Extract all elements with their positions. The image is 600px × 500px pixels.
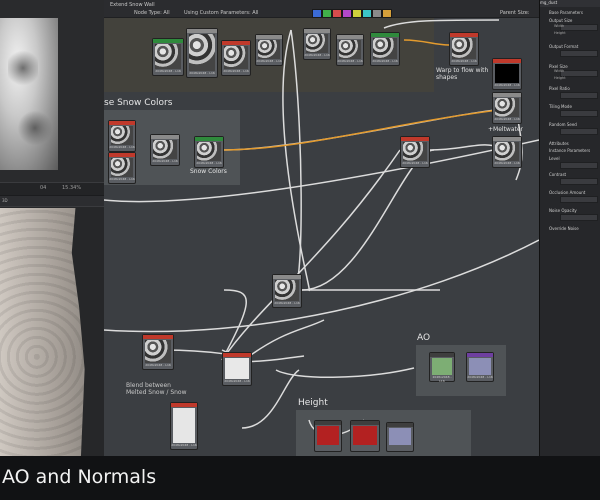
graph-node[interactable]: 2048x2048 - L16 bbox=[303, 28, 331, 60]
property-field[interactable] bbox=[560, 162, 598, 169]
frame-blend-note: Blend between Melted Snow / Snow bbox=[126, 382, 187, 396]
graph-node[interactable]: 2048x2048 - L16 bbox=[170, 402, 198, 450]
property-sub-label: Width bbox=[554, 69, 565, 73]
graph-node[interactable]: 2048x2048 - L16 bbox=[222, 352, 252, 386]
graph-node[interactable]: 2048x2048 - L16 bbox=[142, 334, 174, 370]
property-label: Output Size bbox=[549, 18, 573, 23]
3d-label: 3D bbox=[2, 198, 8, 203]
property-field[interactable] bbox=[560, 128, 598, 135]
frame-top-note: Warp to flow with shapes bbox=[436, 67, 489, 81]
graph-wires bbox=[104, 19, 539, 436]
graph-node[interactable]: 2048x2048 - L16 bbox=[466, 352, 494, 382]
graph-node[interactable]: 2048x2048 - L16 bbox=[108, 120, 136, 152]
graph-node[interactable]: 2048x2048 - L16 bbox=[150, 134, 180, 166]
graph-node[interactable]: 2048x2048 - L16 bbox=[492, 136, 522, 168]
frame-ao-title: AO bbox=[417, 333, 431, 343]
caption-bar: AO and Normals bbox=[0, 456, 600, 500]
frame-snow-colors-title: se Snow Colors bbox=[104, 98, 173, 108]
graph-node[interactable]: 2048x2048 - L16 bbox=[400, 136, 430, 168]
color-swatch[interactable] bbox=[352, 9, 362, 18]
snow-mesh bbox=[0, 208, 85, 456]
property-field[interactable] bbox=[560, 214, 598, 221]
graph-node[interactable]: 2048x2048 - L16 bbox=[370, 32, 400, 66]
property-field[interactable] bbox=[560, 196, 598, 203]
graph-node[interactable]: 2048x2048 - L16 bbox=[336, 34, 364, 66]
graph-node[interactable]: 2048x2048 - L16 bbox=[492, 58, 522, 90]
property-field[interactable] bbox=[560, 70, 598, 77]
custom-params-filter[interactable]: Using Custom Parameters: All bbox=[184, 10, 259, 16]
graph-node[interactable] bbox=[314, 420, 342, 452]
graph-node[interactable]: 2048x2048 - L16 bbox=[186, 28, 218, 78]
graph-editor[interactable]: Extend Snow Wall Node Type: All Using Cu… bbox=[104, 0, 539, 456]
property-field[interactable] bbox=[560, 50, 598, 57]
frame-snow-colors-sub: Snow Colors bbox=[190, 168, 227, 175]
color-swatch[interactable] bbox=[372, 9, 382, 18]
color-swatch[interactable] bbox=[382, 9, 392, 18]
color-swatch[interactable] bbox=[342, 9, 352, 18]
graph-node[interactable]: 2048x2048 - L16 bbox=[221, 40, 251, 76]
color-swatch[interactable] bbox=[312, 9, 322, 18]
properties-title: mg_dust bbox=[540, 0, 600, 7]
property-sub-label: Width bbox=[554, 24, 565, 28]
3d-view[interactable]: 3D bbox=[0, 196, 104, 456]
2d-view[interactable] bbox=[0, 0, 104, 193]
property-sub-label: Height bbox=[554, 31, 566, 35]
graph-toolbar: Extend Snow Wall Node Type: All Using Cu… bbox=[104, 0, 539, 18]
color-swatch[interactable] bbox=[362, 9, 372, 18]
property-label: Override Noise bbox=[549, 226, 579, 231]
texture-preview bbox=[0, 18, 58, 170]
graph-node[interactable] bbox=[386, 422, 414, 452]
property-label: Instance Parameters bbox=[549, 148, 591, 153]
graph-node[interactable] bbox=[350, 420, 380, 452]
property-field[interactable] bbox=[560, 92, 598, 99]
graph-node[interactable]: 2048x2048 - L16 bbox=[492, 92, 522, 124]
caption-text: AO and Normals bbox=[2, 466, 157, 488]
property-label: Random Seed bbox=[549, 122, 577, 127]
2d-view-statusbar: 04 15.34% bbox=[0, 182, 104, 195]
parent-size[interactable]: Parent Size: bbox=[500, 10, 530, 16]
graph-node[interactable]: 2048x2048 - L16 bbox=[449, 32, 479, 66]
property-label: Base Parameters bbox=[549, 10, 583, 15]
property-label: Pixel Ratio bbox=[549, 86, 570, 91]
property-label: Contrast bbox=[549, 172, 567, 177]
property-label: Noise Opacity bbox=[549, 208, 577, 213]
property-label: Tiling Mode bbox=[549, 104, 572, 109]
zoom-level[interactable]: 15.34% bbox=[62, 185, 82, 191]
graph-node[interactable]: 2048x2048 - L16 bbox=[194, 136, 224, 168]
graph-node[interactable]: 2048x2048 - L16 bbox=[152, 38, 184, 76]
property-field[interactable] bbox=[560, 110, 598, 117]
graph-title: Extend Snow Wall bbox=[110, 2, 155, 8]
property-label: Output Format bbox=[549, 44, 579, 49]
graph-node[interactable]: 2048x2048 - L16 bbox=[108, 152, 136, 184]
frame-melt-water: +Meltwater bbox=[488, 126, 524, 133]
node-type-filter[interactable]: Node Type: All bbox=[134, 10, 170, 16]
graph-node[interactable]: 2048x2048 - L16 bbox=[255, 34, 283, 66]
bar-left-text: 04 bbox=[40, 185, 47, 191]
property-field[interactable] bbox=[560, 24, 598, 31]
color-swatch[interactable] bbox=[332, 9, 342, 18]
graph-node[interactable]: 2048x2048 - L16 bbox=[272, 274, 302, 308]
property-field[interactable] bbox=[560, 178, 598, 185]
color-swatch[interactable] bbox=[322, 9, 332, 18]
property-label: Occlusion Amount bbox=[549, 190, 586, 195]
3d-view-toolbar: 3D bbox=[0, 196, 104, 207]
property-sub-label: Height bbox=[554, 76, 566, 80]
property-label: Pixel Size bbox=[549, 64, 568, 69]
frame-height-title: Height bbox=[298, 398, 328, 408]
graph-node[interactable]: 2048x2048 - L16 bbox=[429, 352, 455, 383]
property-label: Level bbox=[549, 156, 560, 161]
property-label: Attributes bbox=[549, 141, 569, 146]
